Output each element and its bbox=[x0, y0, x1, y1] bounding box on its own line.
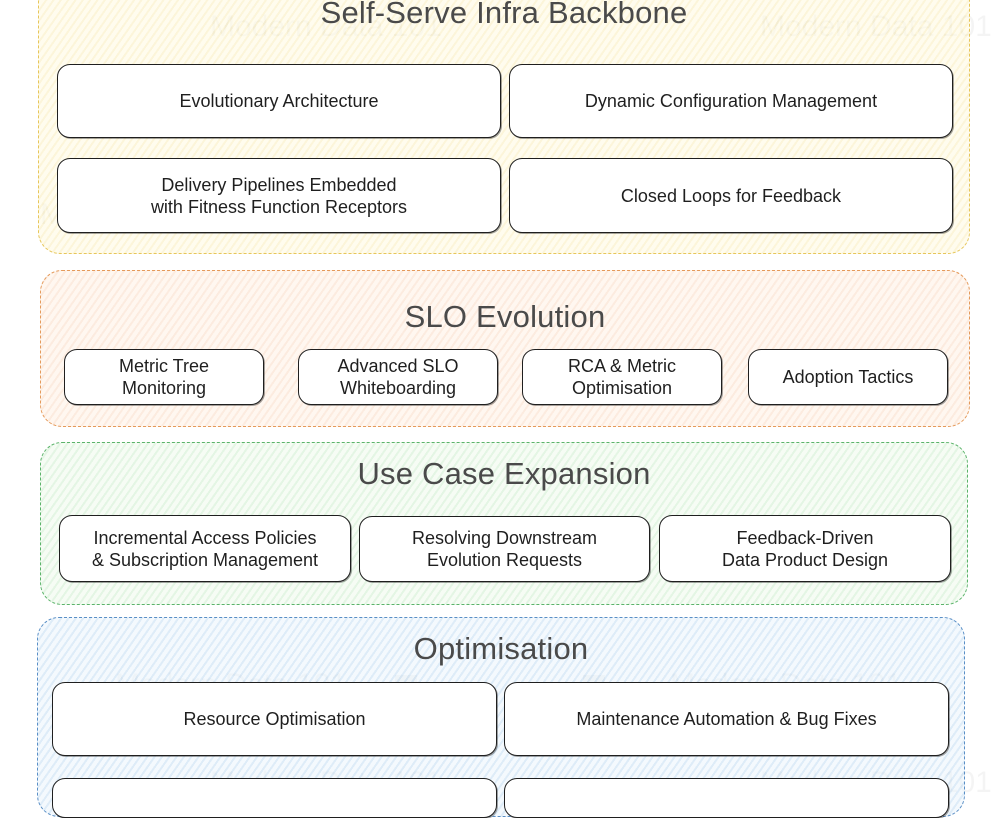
box-advanced-slo: Advanced SLO Whiteboarding bbox=[298, 349, 498, 405]
box-metric-tree: Metric Tree Monitoring bbox=[64, 349, 264, 405]
box-rca-metric: RCA & Metric Optimisation bbox=[522, 349, 722, 405]
section-title: SLO Evolution bbox=[404, 299, 606, 334]
box-feedback-driven: Feedback-Driven Data Product Design bbox=[659, 515, 951, 582]
section-title: Optimisation bbox=[413, 631, 589, 666]
section-title: Use Case Expansion bbox=[357, 456, 651, 491]
box-delivery-pipelines: Delivery Pipelines Embedded with Fitness… bbox=[57, 158, 501, 233]
box-partial-bottom-right bbox=[504, 778, 949, 818]
box-dynamic-configuration: Dynamic Configuration Management bbox=[509, 64, 953, 138]
box-maintenance-automation: Maintenance Automation & Bug Fixes bbox=[504, 682, 949, 756]
box-adoption-tactics: Adoption Tactics bbox=[748, 349, 948, 405]
box-resolving-downstream: Resolving Downstream Evolution Requests bbox=[359, 516, 650, 582]
section-title: Self-Serve Infra Backbone bbox=[320, 0, 688, 30]
box-evolutionary-architecture: Evolutionary Architecture bbox=[57, 64, 501, 138]
box-partial-bottom-left bbox=[52, 778, 497, 818]
box-incremental-access: Incremental Access Policies & Subscripti… bbox=[59, 515, 351, 582]
box-resource-optimisation: Resource Optimisation bbox=[52, 682, 497, 756]
box-closed-loops: Closed Loops for Feedback bbox=[509, 158, 953, 233]
